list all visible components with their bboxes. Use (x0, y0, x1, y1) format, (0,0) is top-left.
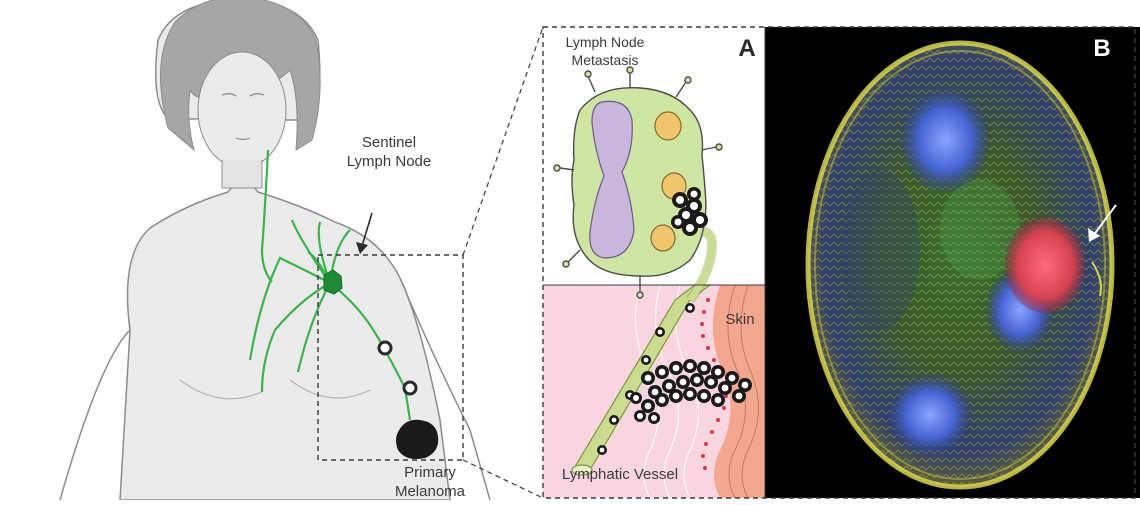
metastasis-label-line2: Metastasis (572, 52, 639, 68)
node-tumor-cell-nuclei (674, 190, 704, 232)
lymphatic-vessel-label: Lymphatic Vessel (562, 466, 678, 483)
arm-left-of-figure (399, 277, 491, 501)
zoom-region-box (317, 254, 464, 461)
capsule-inner (814, 50, 1106, 480)
metastasis-cell-2 (402, 380, 418, 396)
female-torso-illustration (59, 0, 491, 501)
paracortex-green (940, 180, 1020, 280)
metastasis-cell-1 (377, 340, 393, 356)
vessel-connector-fill (687, 228, 716, 303)
primary-label-line2: Melanoma (395, 483, 466, 500)
face (197, 51, 287, 169)
follicle-blue-3 (888, 375, 972, 455)
micrograph-arrow (1092, 204, 1117, 237)
sentinel-label-line1: Sentinel (362, 134, 416, 151)
panels-frame (542, 26, 1136, 499)
skin-label: Skin (725, 311, 754, 328)
sentinel-arrow (361, 212, 373, 247)
zoom-connector-top (462, 26, 544, 256)
cortex-shadow (840, 170, 920, 330)
chest-contour-2 (289, 379, 371, 399)
vessel-tumor-cell-nuclei (599, 305, 693, 453)
follicle-3 (650, 224, 676, 252)
follicle-1 (654, 111, 682, 141)
sentinel-label-line2: Lymph Node (347, 153, 432, 170)
panel-a-letter: A (738, 35, 755, 62)
follicle-blue-1 (900, 88, 990, 192)
node-projections (553, 66, 723, 299)
mouth (235, 137, 251, 141)
capsule-tail (1091, 261, 1102, 297)
chest-contour (179, 379, 263, 400)
eye-left (221, 93, 237, 97)
panel-b: B (765, 27, 1140, 498)
node-medulla (589, 100, 635, 259)
vessel-opening (571, 464, 593, 476)
skin-tumor-nuclei (633, 362, 749, 421)
micrograph-arrow-head (1088, 228, 1100, 242)
panel-a: Lymph Node Metastasis A Skin Lymphatic V… (543, 27, 765, 498)
dermis-lines (727, 284, 759, 498)
sentinel-arrow-head (356, 242, 368, 254)
panel-b-letter: B (1093, 35, 1110, 62)
sentinel-lymph-node-shape (323, 269, 343, 295)
neck (221, 160, 263, 189)
capsule (805, 40, 1115, 490)
primary-melanoma-shape (396, 419, 439, 459)
metastasis-label-line1: Lymph Node (566, 34, 645, 50)
eye-right (249, 93, 265, 97)
arm-right-of-figure (59, 329, 131, 501)
metastasis-red (1005, 217, 1085, 313)
zoom-connector-bottom (462, 459, 544, 499)
fiber-texture (808, 43, 1112, 487)
primary-label-line1: Primary (404, 464, 456, 481)
